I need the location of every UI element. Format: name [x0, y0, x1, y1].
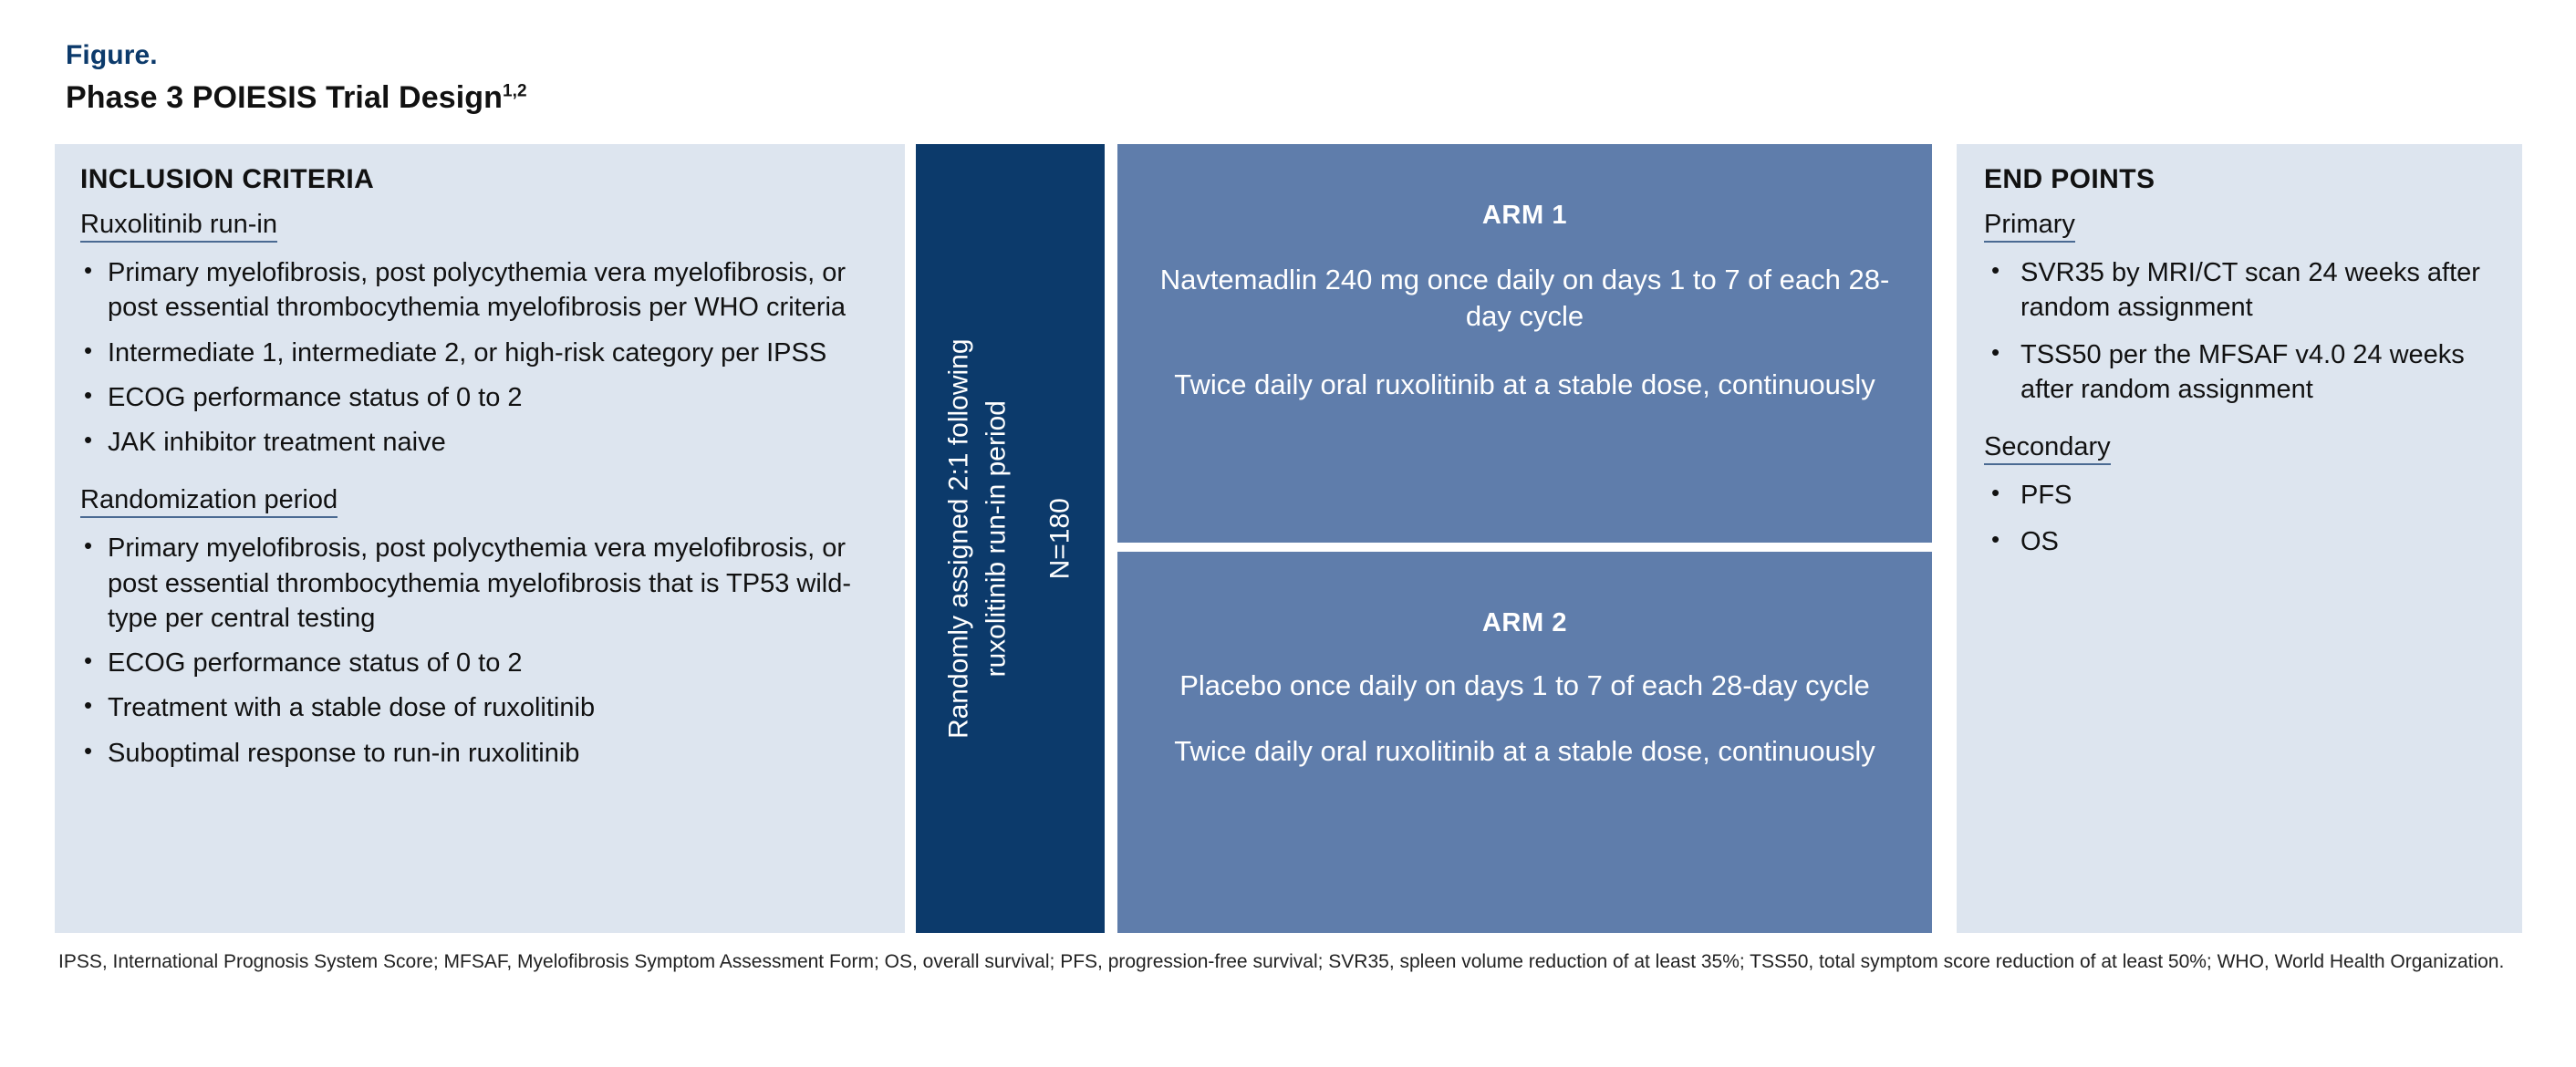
list-item: ECOG performance status of 0 to 2	[80, 379, 879, 415]
subhead-ruxolitinib-run-in: Ruxolitinib run-in	[80, 212, 277, 243]
title-reference-superscript: 1,2	[503, 81, 527, 101]
subhead-randomization-period: Randomization period	[80, 487, 338, 519]
inclusion-heading: INCLUSION CRITERIA	[80, 164, 375, 194]
arm-2-treatment-line: Placebo once daily on days 1 to 7 of eac…	[1179, 669, 1870, 701]
randomization-line-2: ruxolitinib run-in period	[981, 399, 1012, 678]
list-item: PFS	[1984, 477, 2495, 513]
page-title: Phase 3 POIESIS Trial Design1,2	[66, 79, 527, 117]
panel-treatment-arms: ARM 1 Navtemadlin 240 mg once daily on d…	[1117, 144, 1932, 933]
endpoints-heading: END POINTS	[1984, 164, 2155, 194]
trial-design-diagram: INCLUSION CRITERIA Ruxolitinib run-in Pr…	[55, 144, 2522, 933]
arm-2-title: ARM 2	[1481, 608, 1568, 637]
inclusion-section-randomization-header: Randomization period	[80, 487, 879, 531]
list-item: Suboptimal response to run-in ruxolitini…	[80, 735, 879, 771]
list-item: Primary myelofibrosis, post polycythemia…	[80, 530, 879, 636]
randomization-sample-size: N=180	[1044, 497, 1075, 580]
inclusion-run-in-bullets: Primary myelofibrosis, post polycythemia…	[80, 254, 879, 460]
subhead-primary: Primary	[1984, 212, 2075, 243]
list-item: Intermediate 1, intermediate 2, or high-…	[80, 335, 879, 370]
list-item: Treatment with a stable dose of ruxoliti…	[80, 689, 879, 725]
endpoints-primary-bullets: SVR35 by MRI/CT scan 24 weeks after rand…	[1984, 254, 2495, 408]
arm-1-box: ARM 1 Navtemadlin 240 mg once daily on d…	[1117, 144, 1932, 543]
endpoints-secondary-bullets: PFS OS	[1984, 477, 2495, 560]
abbreviations-footnote: IPSS, International Prognosis System Sco…	[58, 951, 2505, 972]
list-item: SVR35 by MRI/CT scan 24 weeks after rand…	[1984, 254, 2495, 326]
subhead-secondary: Secondary	[1984, 434, 2111, 466]
spacer	[1932, 144, 1957, 933]
panel-inclusion-criteria: INCLUSION CRITERIA Ruxolitinib run-in Pr…	[55, 144, 905, 933]
list-item: ECOG performance status of 0 to 2	[80, 645, 879, 680]
arm-2-box: ARM 2 Placebo once daily on days 1 to 7 …	[1117, 552, 1932, 933]
arm-1-background-therapy-line: Twice daily oral ruxolitinib at a stable…	[1174, 368, 1875, 400]
spacer	[905, 144, 916, 933]
list-item: OS	[1984, 523, 2495, 559]
spacer	[1105, 144, 1117, 933]
panel-end-points: END POINTS Primary SVR35 by MRI/CT scan …	[1957, 144, 2522, 933]
inclusion-section-run-in-header: Ruxolitinib run-in	[80, 212, 879, 255]
list-item: Primary myelofibrosis, post polycythemia…	[80, 254, 879, 326]
list-item: JAK inhibitor treatment naive	[80, 424, 879, 460]
inclusion-randomization-bullets: Primary myelofibrosis, post polycythemia…	[80, 530, 879, 771]
arm-1-treatment-line: Navtemadlin 240 mg once daily on days 1 …	[1159, 264, 1890, 333]
randomization-line-1: Randomly assigned 2:1 following	[943, 338, 974, 739]
figure-heading: Figure. Phase 3 POIESIS Trial Design1,2	[66, 40, 527, 116]
endpoints-section-secondary-header: Secondary	[1984, 434, 2495, 478]
endpoints-section-primary-header: Primary	[1984, 212, 2495, 255]
list-item: TSS50 per the MFSAF v4.0 24 weeks after …	[1984, 337, 2495, 408]
arm-2-background-therapy-line: Twice daily oral ruxolitinib at a stable…	[1174, 735, 1875, 768]
panel-randomization: Randomly assigned 2:1 following ruxoliti…	[916, 144, 1105, 933]
figure-label: Figure.	[66, 40, 158, 70]
page-title-text: Phase 3 POIESIS Trial Design	[66, 79, 503, 115]
randomization-label: Randomly assigned 2:1 following ruxoliti…	[941, 338, 1080, 739]
spacer	[1117, 543, 1932, 552]
arm-1-title: ARM 1	[1481, 201, 1568, 230]
